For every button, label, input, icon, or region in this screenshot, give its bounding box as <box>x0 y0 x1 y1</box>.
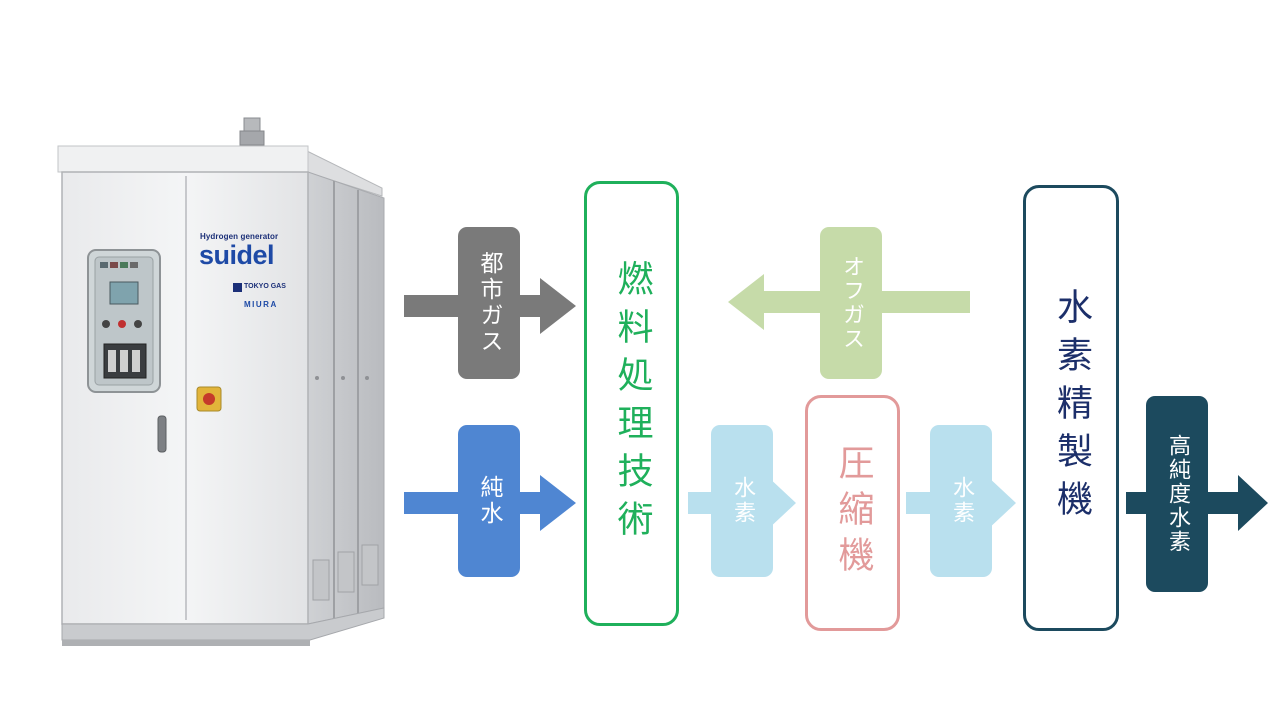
city-gas-label: 都市ガス <box>458 227 520 379</box>
hydrogen-purifier-box: 水素精製機 <box>1023 185 1119 631</box>
tokyo-gas-logo <box>233 283 242 292</box>
roof-front <box>57 145 309 173</box>
hydrogen-label-1: 水素 <box>711 425 773 577</box>
hydrogen-label-2: 水素 <box>930 425 992 577</box>
pure-water-label: 純水 <box>458 425 520 577</box>
chimney-cap <box>243 117 261 133</box>
maker-label-1: TOKYO GAS <box>244 283 286 290</box>
door-handle <box>157 415 167 453</box>
high-purity-hydrogen-label: 高純度水素 <box>1146 396 1208 592</box>
fuel-processing-box: 燃料処理技術 <box>584 181 679 626</box>
product-brand: suidel <box>199 240 275 270</box>
front-panel <box>61 171 309 625</box>
chimney <box>239 130 265 146</box>
maker-label-2: MIURA <box>244 300 278 309</box>
hydrogen-generator-unit: Hydrogen generator suidel TOKYO GAS MIUR… <box>0 0 400 720</box>
off-gas-label: オフガス <box>820 227 882 379</box>
product-subtitle: Hydrogen generator <box>200 232 279 241</box>
display-screen <box>109 281 139 305</box>
hydrogen-generator-illustration <box>57 117 385 646</box>
compressor-box: 圧縮機 <box>805 395 900 631</box>
